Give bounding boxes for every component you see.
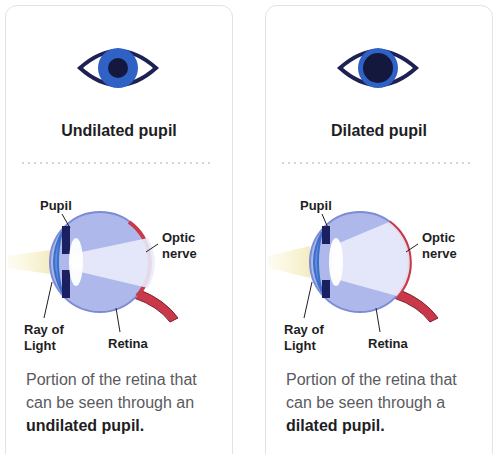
- separator: [22, 162, 214, 164]
- leader-line: [146, 244, 158, 252]
- iris-lower: [322, 280, 330, 298]
- eye-icon: [340, 51, 416, 85]
- caption-text: Portion of the retina that can be seen t…: [286, 371, 457, 411]
- light-cone: [332, 222, 410, 296]
- leader-line: [322, 214, 328, 228]
- card-title: Undilated pupil: [6, 122, 232, 140]
- leader-line: [44, 282, 52, 318]
- light-cone: [72, 238, 155, 288]
- light-ray: [268, 246, 310, 278]
- info-card: Undilated pupilPortion of the retina tha…: [5, 5, 233, 454]
- caption-block: Portion of the retina that can be seen t…: [26, 368, 226, 438]
- part-label: Retina: [368, 336, 428, 352]
- info-card: Dilated pupilPortion of the retina that …: [265, 5, 493, 454]
- leader-line: [304, 282, 312, 318]
- lens: [329, 238, 343, 286]
- part-label: Retina: [108, 336, 168, 352]
- part-label: Ray of Light: [24, 322, 74, 353]
- caption-text: undilated pupil.: [26, 417, 144, 434]
- part-label: Ray of Light: [284, 322, 334, 353]
- light-ray: [8, 250, 50, 274]
- caption-text: dilated pupil.: [286, 417, 385, 434]
- separator: [282, 162, 474, 164]
- leader-line: [62, 214, 70, 228]
- cornea: [54, 232, 62, 292]
- leader-line: [116, 308, 120, 332]
- part-label: Pupil: [40, 198, 100, 214]
- leader-line: [406, 244, 418, 252]
- lens: [69, 238, 83, 286]
- part-label: Optic nerve: [422, 230, 470, 261]
- iris: [358, 48, 398, 88]
- card-title: Dilated pupil: [266, 122, 492, 140]
- eyeball: [310, 212, 410, 312]
- cornea: [314, 232, 322, 292]
- caption-block: Portion of the retina that can be seen t…: [286, 368, 486, 438]
- iris-lower: [62, 270, 70, 298]
- part-label: Pupil: [300, 198, 360, 214]
- caption-text: Portion of the retina that can be seen t…: [26, 371, 197, 411]
- undilated-figure: [8, 48, 214, 332]
- leader-line: [376, 308, 380, 332]
- dilated-figure: [268, 48, 474, 332]
- pupil-dot: [108, 58, 128, 78]
- iris: [98, 48, 138, 88]
- part-label: Optic nerve: [162, 230, 210, 261]
- iris-upper: [322, 226, 330, 244]
- pupil-dot: [363, 53, 393, 83]
- iris-upper: [62, 226, 70, 254]
